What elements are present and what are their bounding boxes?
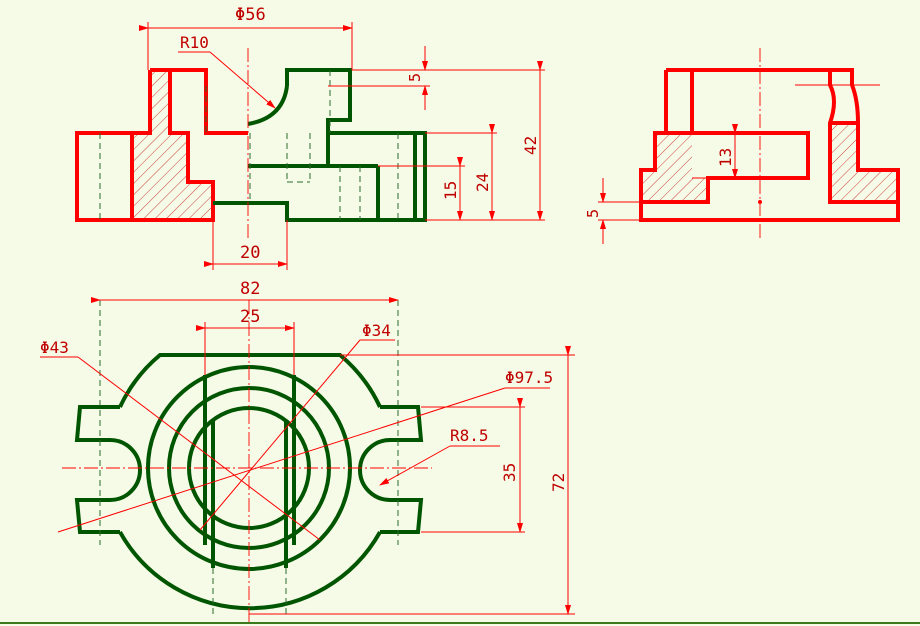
dim-text-dia975: Φ97.5 [505, 368, 553, 387]
side-hatch-right [830, 123, 898, 202]
side-view: 13 5 [584, 48, 900, 244]
dim-text-42: 42 [521, 136, 540, 155]
top-outer-circle [118, 353, 382, 408]
dim-text-dia56: Φ56 [235, 5, 266, 25]
side-outline [639, 68, 900, 222]
dim-text-35: 35 [500, 463, 519, 482]
top-view: 82 25 Φ43 Φ34 Φ97.5 R8.5 35 72 [40, 279, 575, 622]
dim-text-13: 13 [716, 148, 735, 167]
dim-text-5: 5 [406, 73, 424, 82]
front-r10-arc [247, 85, 289, 126]
dim-text-20: 20 [240, 243, 260, 263]
top-outer-circle-bottom [118, 531, 382, 611]
dim-text-25: 25 [240, 307, 260, 327]
top-flange-outline [74, 405, 424, 534]
dim-text-72: 72 [549, 473, 568, 492]
dim-text-dia34: Φ34 [362, 321, 391, 340]
dim-text-24: 24 [473, 173, 492, 192]
side-center-point [758, 200, 762, 204]
front-hatch-area [132, 70, 213, 220]
dim-text-r85: R8.5 [450, 426, 489, 445]
leader-r10 [209, 51, 276, 109]
dim-text-82: 82 [240, 279, 260, 299]
side-hatch-left [643, 133, 708, 202]
dim-text-dia43: Φ43 [40, 338, 69, 357]
leader-dia43 [77, 356, 321, 541]
leader-dia975 [57, 387, 506, 533]
leader-r85 [379, 445, 451, 486]
front-view: Φ56 R10 5 42 24 15 20 [75, 5, 545, 270]
leader-dia34 [199, 339, 361, 531]
dim-text-r10: R10 [180, 33, 209, 52]
dim-text-side5: 5 [584, 209, 602, 218]
dim-text-15: 15 [441, 181, 460, 200]
front-right-outline [213, 68, 427, 222]
